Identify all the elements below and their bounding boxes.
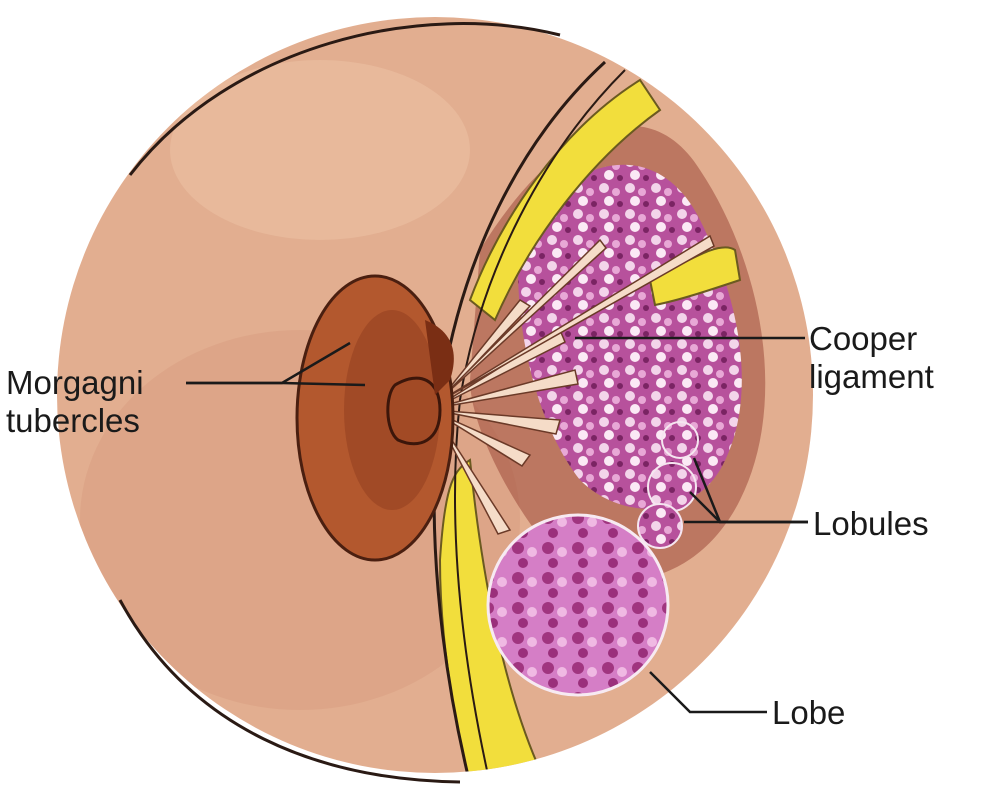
skin-highlight bbox=[170, 60, 470, 240]
label-morgagni-line2: tubercles bbox=[6, 402, 144, 440]
nipple bbox=[388, 378, 440, 444]
label-lobe: Lobe bbox=[772, 694, 845, 732]
label-lobules: Lobules bbox=[813, 505, 929, 543]
lobule-3 bbox=[638, 504, 682, 548]
label-morgagni-tubercles: Morgagni tubercles bbox=[6, 364, 144, 440]
lobule-1 bbox=[662, 422, 698, 458]
label-morgagni-line1: Morgagni bbox=[6, 364, 144, 402]
label-cooper-line2: ligament bbox=[809, 358, 934, 396]
lobe-circle bbox=[488, 515, 668, 695]
label-cooper-ligament: Cooper ligament bbox=[809, 320, 934, 396]
label-cooper-line1: Cooper bbox=[809, 320, 934, 358]
